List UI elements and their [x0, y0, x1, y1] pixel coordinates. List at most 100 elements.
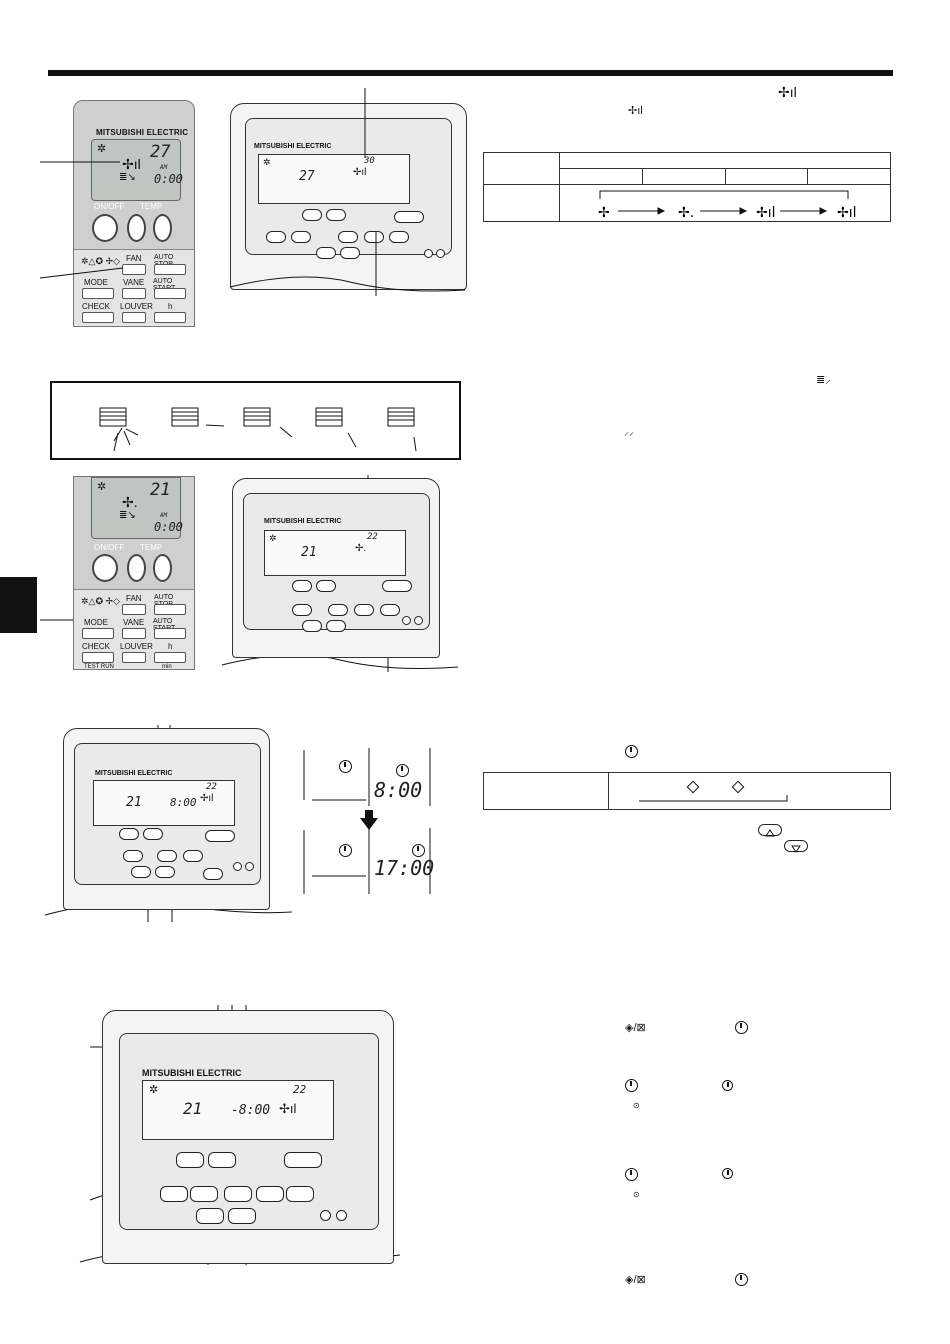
clock-icon	[625, 1079, 638, 1092]
auto-stop-button[interactable]	[154, 604, 186, 615]
test-button[interactable]	[424, 249, 433, 258]
on-off-timer-icon: ◈/⊠	[625, 1274, 646, 1286]
table-cell	[483, 772, 609, 810]
test-button[interactable]	[402, 616, 411, 625]
timer-sequence-cell	[608, 772, 891, 810]
timer-down-button[interactable]	[131, 866, 151, 878]
clock-icon	[625, 745, 638, 758]
fan-button[interactable]	[338, 231, 358, 243]
mode-button[interactable]	[82, 628, 114, 639]
timer-button[interactable]	[291, 231, 311, 243]
on-off-button[interactable]	[205, 830, 235, 842]
wired-controller-2: MITSUBISHI ELECTRIC ✲ 21 22 ✢.	[232, 478, 440, 658]
temp-up-button[interactable]	[153, 554, 172, 582]
vane-icon: ≣↘	[119, 172, 136, 183]
onoff-label: ON/OFF	[94, 543, 125, 552]
brand-label: MITSUBISHI ELECTRIC	[254, 143, 332, 150]
check-button[interactable]	[414, 616, 423, 625]
check-button[interactable]	[336, 1210, 347, 1221]
fan-button[interactable]	[122, 604, 146, 615]
swing-icon: ≣⸝	[816, 374, 831, 386]
test-button[interactable]	[320, 1210, 331, 1221]
down-button[interactable]	[302, 209, 322, 221]
vane-button[interactable]	[203, 868, 223, 880]
controller-face: MITSUBISHI ELECTRIC ✲ 21 -8:00 22 ✢ıl	[119, 1033, 379, 1230]
controller-lcd: ✲ 21 -8:00 22 ✢ıl	[142, 1080, 334, 1140]
onoff-button[interactable]	[92, 554, 118, 582]
section-tab	[0, 577, 37, 633]
up-button[interactable]	[326, 209, 346, 221]
up-button[interactable]	[143, 828, 163, 840]
temp-label: TEMP	[140, 543, 163, 552]
vane-positions	[99, 407, 417, 452]
clock-icon	[722, 1080, 733, 1091]
brand-label: MITSUBISHI ELECTRIC	[142, 1068, 242, 1078]
fan-button[interactable]	[122, 264, 146, 275]
louver-button[interactable]	[122, 652, 146, 663]
auto-start-button[interactable]	[154, 628, 186, 639]
hour-button[interactable]	[154, 312, 186, 323]
timer-up-button[interactable]	[340, 247, 360, 259]
fan-button[interactable]	[328, 604, 348, 616]
check-button[interactable]	[82, 312, 114, 323]
fan-speed-arrows: ✢ ✢. ✢ıl ✢ıl	[598, 190, 857, 221]
down-button[interactable]	[176, 1152, 204, 1168]
set-temp: 22	[293, 1083, 307, 1096]
auto-stop-button[interactable]	[154, 264, 186, 275]
fan-button[interactable]	[183, 850, 203, 862]
temp-label: TEMP	[140, 202, 163, 211]
timer-button[interactable]	[157, 850, 177, 862]
controller-lcd: ✲ 27 30 ✢ıl	[258, 154, 410, 204]
fan-button[interactable]	[224, 1186, 252, 1202]
vane-button[interactable]	[122, 288, 146, 299]
test-button[interactable]	[233, 862, 242, 871]
room-temp: 27	[299, 169, 315, 184]
down-button[interactable]	[292, 580, 312, 592]
mode-button[interactable]	[123, 850, 143, 862]
timer-up-button[interactable]	[155, 866, 175, 878]
temp-down-button[interactable]	[127, 554, 146, 582]
up-button[interactable]	[316, 580, 336, 592]
on-off-button[interactable]	[394, 211, 424, 223]
mode-button[interactable]	[82, 288, 114, 299]
lcd-temp: 21	[150, 480, 171, 500]
svg-text:✢.: ✢.	[678, 205, 694, 221]
louver-button[interactable]	[380, 604, 400, 616]
mode-button[interactable]	[266, 231, 286, 243]
vane-button[interactable]	[354, 604, 374, 616]
temp-down-button[interactable]	[127, 214, 146, 242]
fan-speed-icon: ✢ıl	[279, 1101, 297, 1116]
vane-button[interactable]	[256, 1186, 284, 1202]
check-button[interactable]	[436, 249, 445, 258]
vane-button[interactable]	[122, 628, 146, 639]
onoff-button[interactable]	[92, 214, 118, 242]
table-header-cell	[559, 152, 891, 169]
timer-down-button[interactable]	[302, 620, 322, 632]
louver-button[interactable]	[286, 1186, 314, 1202]
temp-up-button[interactable]	[153, 214, 172, 242]
louver-button[interactable]	[122, 312, 146, 323]
clock-icon	[412, 844, 425, 857]
timer-button[interactable]	[190, 1186, 218, 1202]
check-button[interactable]	[82, 652, 114, 663]
on-off-button[interactable]	[284, 1152, 322, 1168]
set-temp: 30	[364, 156, 375, 166]
timer-button[interactable]	[292, 604, 312, 616]
check-button[interactable]	[245, 862, 254, 871]
up-button[interactable]	[208, 1152, 236, 1168]
down-button[interactable]	[119, 828, 139, 840]
mode-button[interactable]	[160, 1186, 188, 1202]
timer-down-button[interactable]	[316, 247, 336, 259]
vane-button[interactable]	[364, 231, 384, 243]
timer-up-button[interactable]	[326, 620, 346, 632]
fan-speed-icon: ✢ıl	[122, 156, 141, 172]
auto-start-button[interactable]	[154, 288, 186, 299]
timer-indicator-icon: ⊙	[633, 1101, 640, 1110]
h-label: h	[168, 642, 173, 651]
timer-down-button[interactable]	[196, 1208, 224, 1224]
timer-up-button[interactable]	[228, 1208, 256, 1224]
louver-button[interactable]	[389, 231, 409, 243]
mode-label: MODE	[84, 618, 108, 627]
on-off-button[interactable]	[382, 580, 412, 592]
hour-button[interactable]	[154, 652, 186, 663]
